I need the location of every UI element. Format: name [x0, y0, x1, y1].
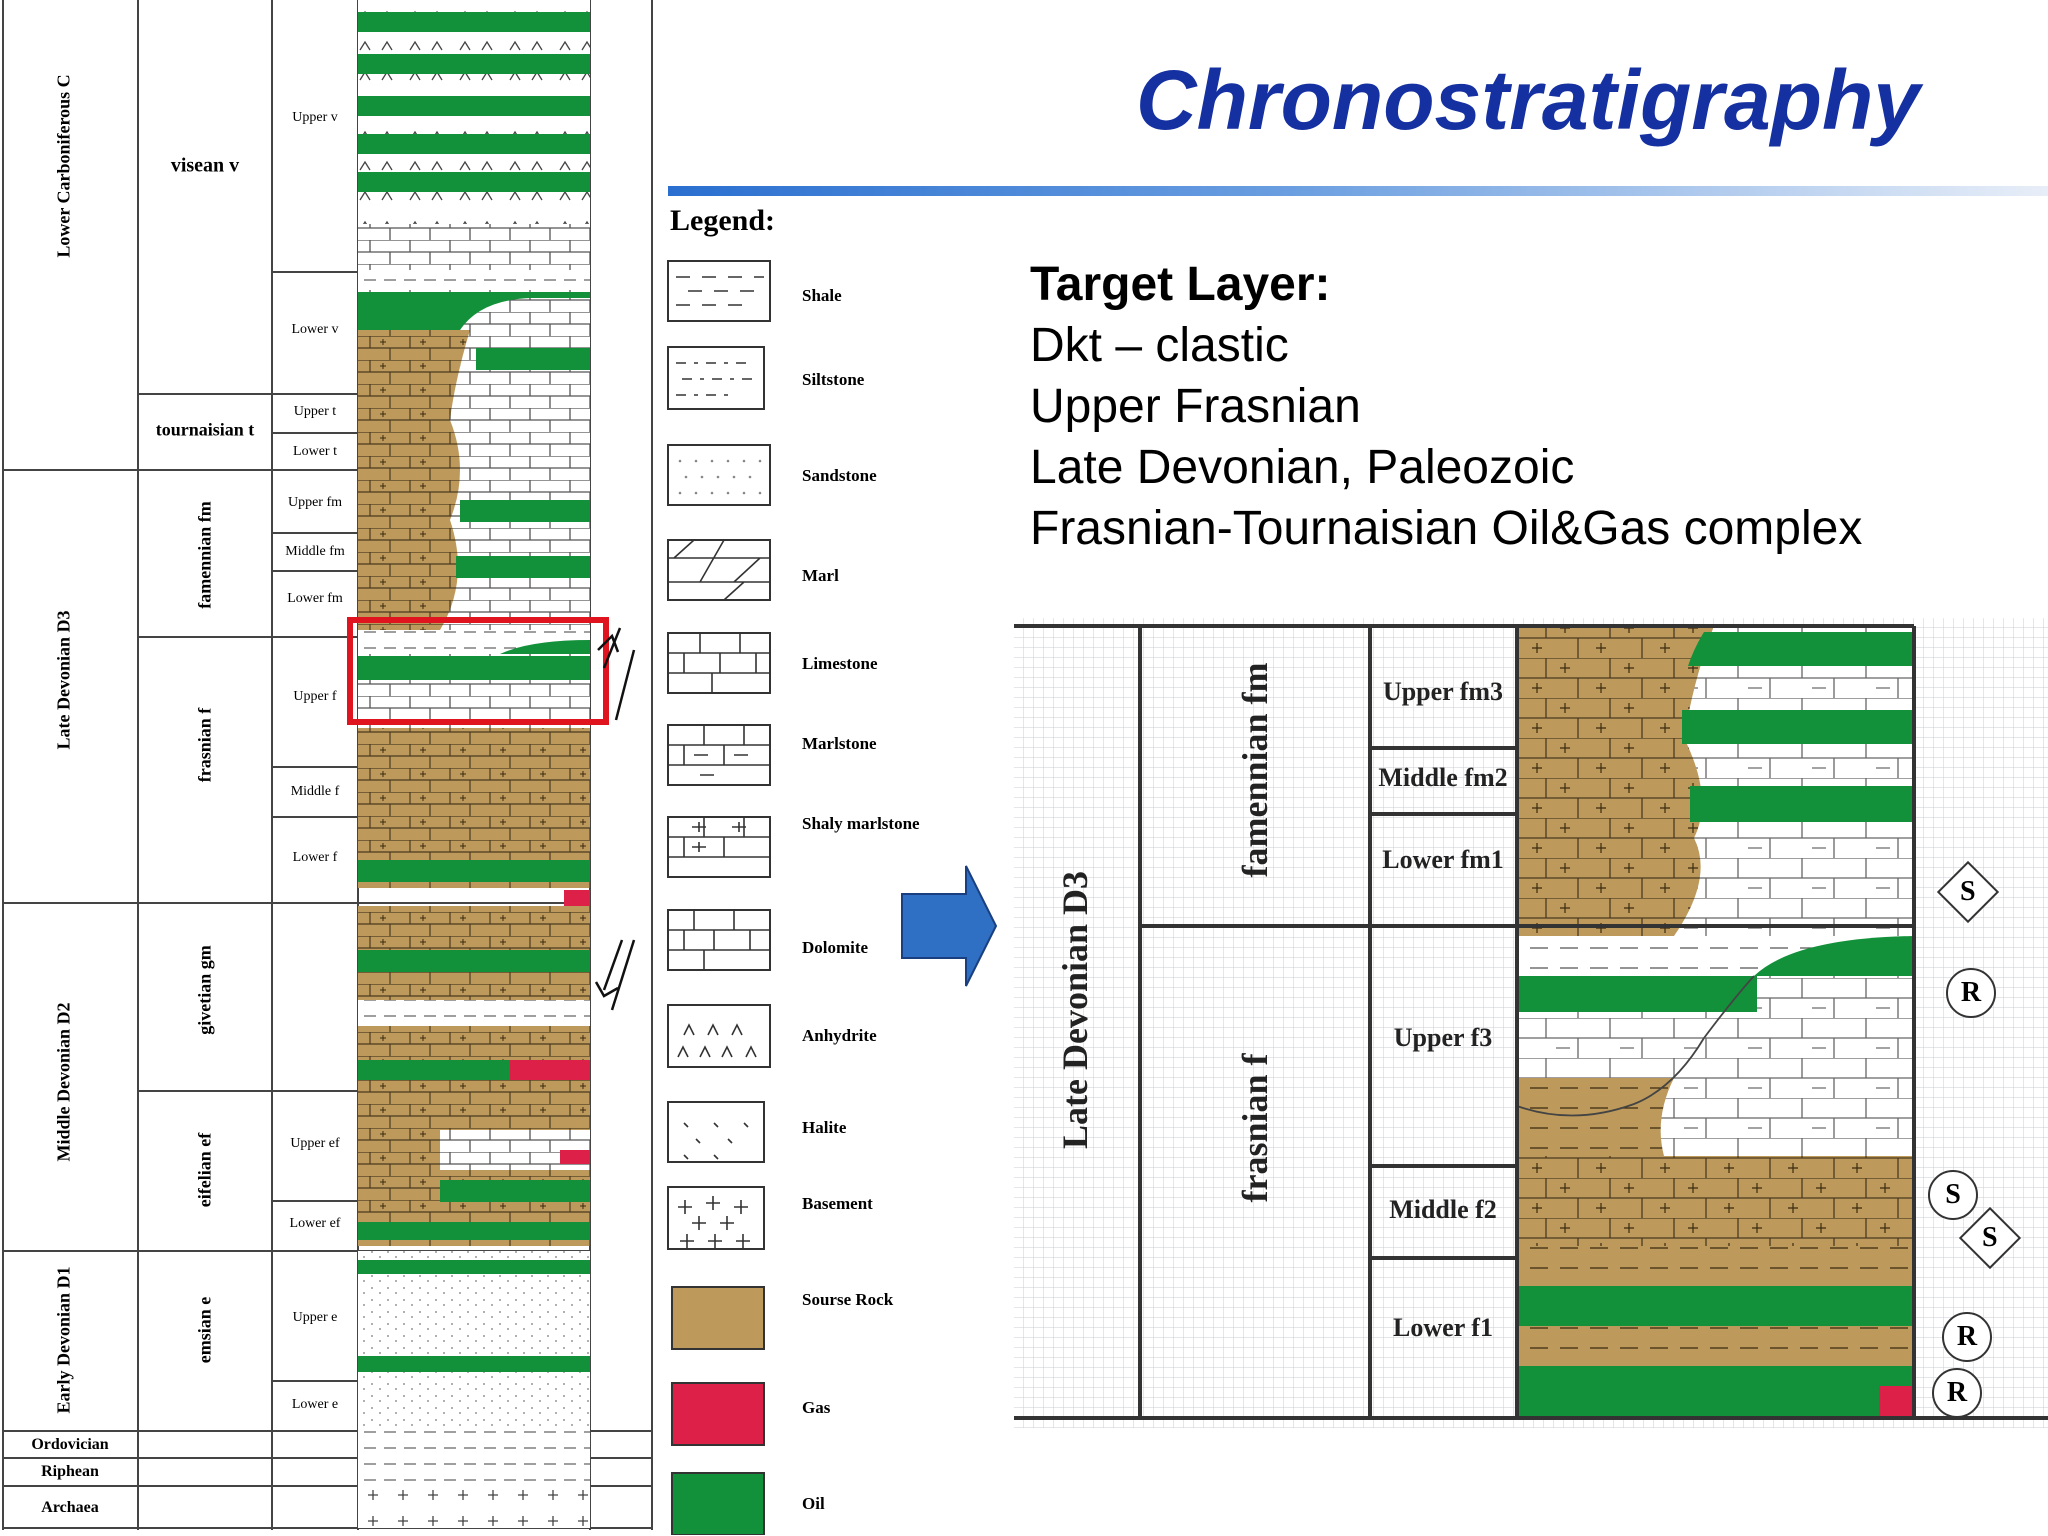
zoom-stage-label: famennian fm — [1235, 662, 1275, 878]
zoom-arrow-icon — [901, 865, 998, 987]
stage-label: famennian fm — [194, 501, 215, 609]
substage-label: Upper fm — [287, 495, 343, 510]
zoom-substage-label: Middle f2 — [1389, 1195, 1497, 1224]
target-line: Frasnian-Tournaisian Oil&Gas complex — [1030, 502, 1863, 555]
target-heading: Target Layer: — [1030, 258, 1331, 311]
reservoir-badge: R — [1932, 1368, 1982, 1418]
legend-item-shaly-marlstone: Shaly marlstone — [802, 814, 920, 833]
period-label: Late Devonian D3 — [53, 610, 74, 750]
substage-label: Upper e — [292, 1310, 338, 1325]
substage-label: Lower t — [293, 444, 337, 459]
stage-label: tournaisian t — [155, 419, 255, 440]
legend-item-dolomite: Dolomite — [802, 938, 869, 957]
reservoir-badge: R — [1946, 968, 1996, 1018]
period-label: Lower Carboniferous C — [53, 74, 74, 258]
title-underline — [668, 186, 2048, 196]
stage-label: emsian e — [194, 1296, 215, 1364]
legend-item-oil: Oil — [802, 1494, 825, 1513]
legend-item-halite: Halite — [802, 1118, 847, 1137]
legend-item-gas: Gas — [802, 1398, 831, 1417]
legend-title: Legend: — [670, 204, 775, 237]
legend-item-marlstone: Marlstone — [802, 734, 877, 753]
substage-label: Lower v — [291, 322, 339, 337]
legend-item-anhydrite: Anhydrite — [802, 1026, 877, 1045]
substage-label: Lower f — [292, 850, 338, 865]
target-line: Dkt – clastic — [1030, 319, 1289, 372]
target-line: Upper Frasnian — [1030, 380, 1361, 433]
legend-item-siltstone: Siltstone — [802, 370, 865, 389]
period-label: Riphean — [41, 1463, 99, 1480]
legend-item-sandstone: Sandstone — [802, 466, 877, 485]
substage-label: Middle f — [290, 784, 340, 799]
stage-label: givetian gm — [194, 945, 215, 1035]
zoom-substage-label: Lower f1 — [1393, 1313, 1493, 1342]
legend-item-limestone: Limestone — [802, 654, 878, 673]
target-layer-block: Target Layer: Dkt – clastic Upper Frasni… — [1030, 254, 1862, 559]
substage-label: Lower e — [291, 1397, 339, 1412]
zoom-substage-label: Middle fm2 — [1378, 763, 1508, 792]
substage-label: Upper ef — [290, 1136, 340, 1151]
zoom-stage-label: frasnian f — [1235, 1053, 1275, 1203]
zoom-period-label: Late Devonian D3 — [1055, 871, 1095, 1149]
target-line: Late Devonian, Paleozoic — [1030, 441, 1575, 494]
substage-label: Upper v — [292, 110, 338, 125]
stage-label: frasnian f — [194, 707, 215, 783]
legend-swatches — [667, 260, 771, 1535]
zoom-substage-label: Upper f3 — [1393, 1023, 1493, 1052]
legend-item-source-rock: Sourse Rock — [802, 1290, 894, 1309]
seal-badge: S — [1928, 1170, 1978, 1220]
legend-item-shale: Shale — [802, 286, 842, 305]
stratigraphic-column — [2, 0, 653, 1530]
period-label: Archaea — [41, 1499, 99, 1516]
legend-item-basement: Basement — [802, 1194, 873, 1213]
zoom-substage-label: Upper fm3 — [1382, 677, 1504, 706]
substage-label: Middle fm — [285, 544, 345, 559]
legend-item-marl: Marl — [802, 566, 839, 585]
stage-label: visean v — [170, 154, 240, 177]
zoomed-column — [1014, 618, 2048, 1428]
substage-label: Upper t — [293, 404, 337, 419]
substage-label: Upper f — [293, 689, 337, 704]
zoom-substage-label: Lower fm1 — [1382, 845, 1504, 874]
reservoir-badge: R — [1942, 1312, 1992, 1362]
stage-label: eifelian ef — [194, 1132, 215, 1208]
slide-title: Chronostratigraphy — [1135, 53, 1920, 147]
substage-label: Lower fm — [287, 591, 343, 606]
period-label: Ordovician — [31, 1436, 109, 1453]
period-label: Early Devonian D1 — [53, 1266, 74, 1414]
substage-label: Lower ef — [289, 1216, 341, 1231]
period-label: Middle Devonian D2 — [53, 1002, 74, 1162]
